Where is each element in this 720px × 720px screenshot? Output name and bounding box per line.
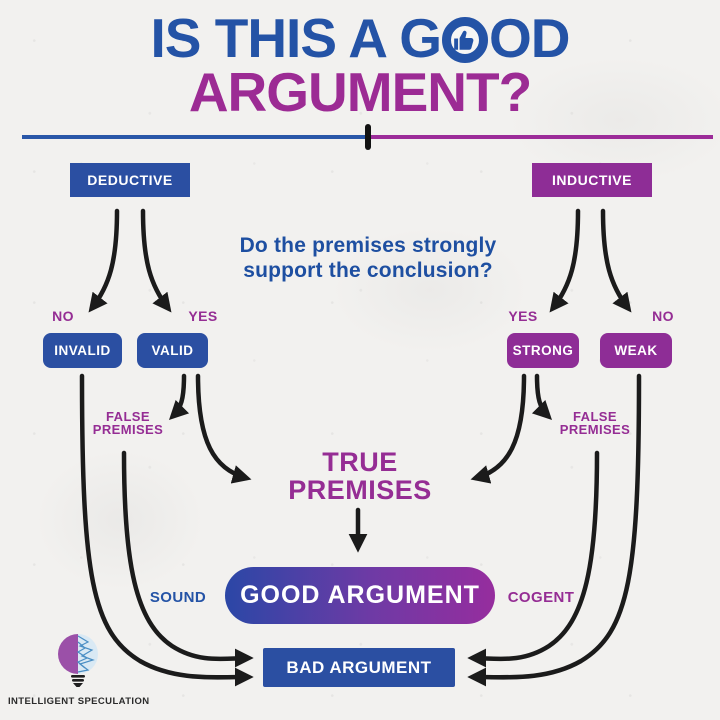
true-premises-line2: PREMISES: [288, 475, 432, 505]
arrow-deductive-no: [88, 208, 120, 313]
false-premises-right-line2: PREMISES: [559, 422, 631, 437]
question-line-2: support the conclusion?: [243, 259, 493, 282]
inductive-yes-label: YES: [508, 308, 538, 324]
invalid-box: INVALID: [43, 333, 122, 368]
question-line-1: Do the premises strongly: [239, 234, 497, 257]
deductive-no-label: NO: [52, 308, 74, 324]
page-title: IS THIS A G OD ARGUMENT?: [0, 7, 720, 123]
arrow-valid-to-false-premises: [168, 373, 190, 421]
arrow-deductive-yes: [140, 208, 172, 313]
valid-box: VALID: [137, 333, 208, 368]
title-text-before-icon: IS THIS A G: [150, 7, 442, 69]
arrow-inductive-no: [600, 208, 632, 313]
lightbulb-brain-logo-icon: [58, 634, 98, 687]
false-premises-left-line2: PREMISES: [92, 422, 164, 437]
arrow-false-premises-left-to-bad: [121, 450, 254, 668]
bad-argument-box: BAD ARGUMENT: [263, 648, 455, 687]
logo-bulb-base: [71, 675, 85, 687]
deductive-yes-label: YES: [188, 308, 218, 324]
false-premises-left-line1: FALSE: [106, 409, 150, 424]
brand-name: INTELLIGENT SPECULATION: [8, 696, 150, 707]
logo-bulb-left-half: [58, 634, 78, 674]
arrow-weak-to-bad: [467, 373, 642, 687]
arrow-invalid-to-bad: [79, 373, 254, 687]
deductive-box: DEDUCTIVE: [70, 163, 190, 197]
inductive-no-label: NO: [652, 308, 674, 324]
arrow-inductive-yes: [549, 208, 581, 313]
true-premises-line1: TRUE: [322, 447, 398, 477]
arrow-strong-to-true-premises: [470, 373, 527, 484]
logo-circuit-mesh: [76, 635, 95, 673]
question-text: Do the premises strongly support the con…: [180, 233, 556, 283]
arrow-valid-to-true-premises: [195, 373, 252, 484]
true-premises-label: TRUE PREMISES: [280, 448, 440, 504]
false-premises-left-label: FALSE PREMISES: [88, 410, 168, 436]
header-divider: [22, 124, 713, 150]
title-line-1: IS THIS A G OD: [0, 7, 720, 69]
false-premises-right-line1: FALSE: [573, 409, 617, 424]
thumbs-up-icon: [442, 17, 488, 63]
title-line-2: ARGUMENT?: [188, 61, 532, 123]
strong-box: STRONG: [507, 333, 579, 368]
good-argument-pill: GOOD ARGUMENT: [225, 567, 495, 624]
sound-label: SOUND: [149, 589, 207, 606]
title-text-after-icon: OD: [489, 7, 570, 69]
inductive-box: INDUCTIVE: [532, 163, 652, 197]
cogent-label: COGENT: [507, 589, 575, 606]
weak-box: WEAK: [600, 333, 672, 368]
arrow-strong-to-false-premises: [531, 373, 553, 421]
false-premises-right-label: FALSE PREMISES: [555, 410, 635, 436]
arrow-false-premises-right-to-bad: [467, 450, 600, 668]
